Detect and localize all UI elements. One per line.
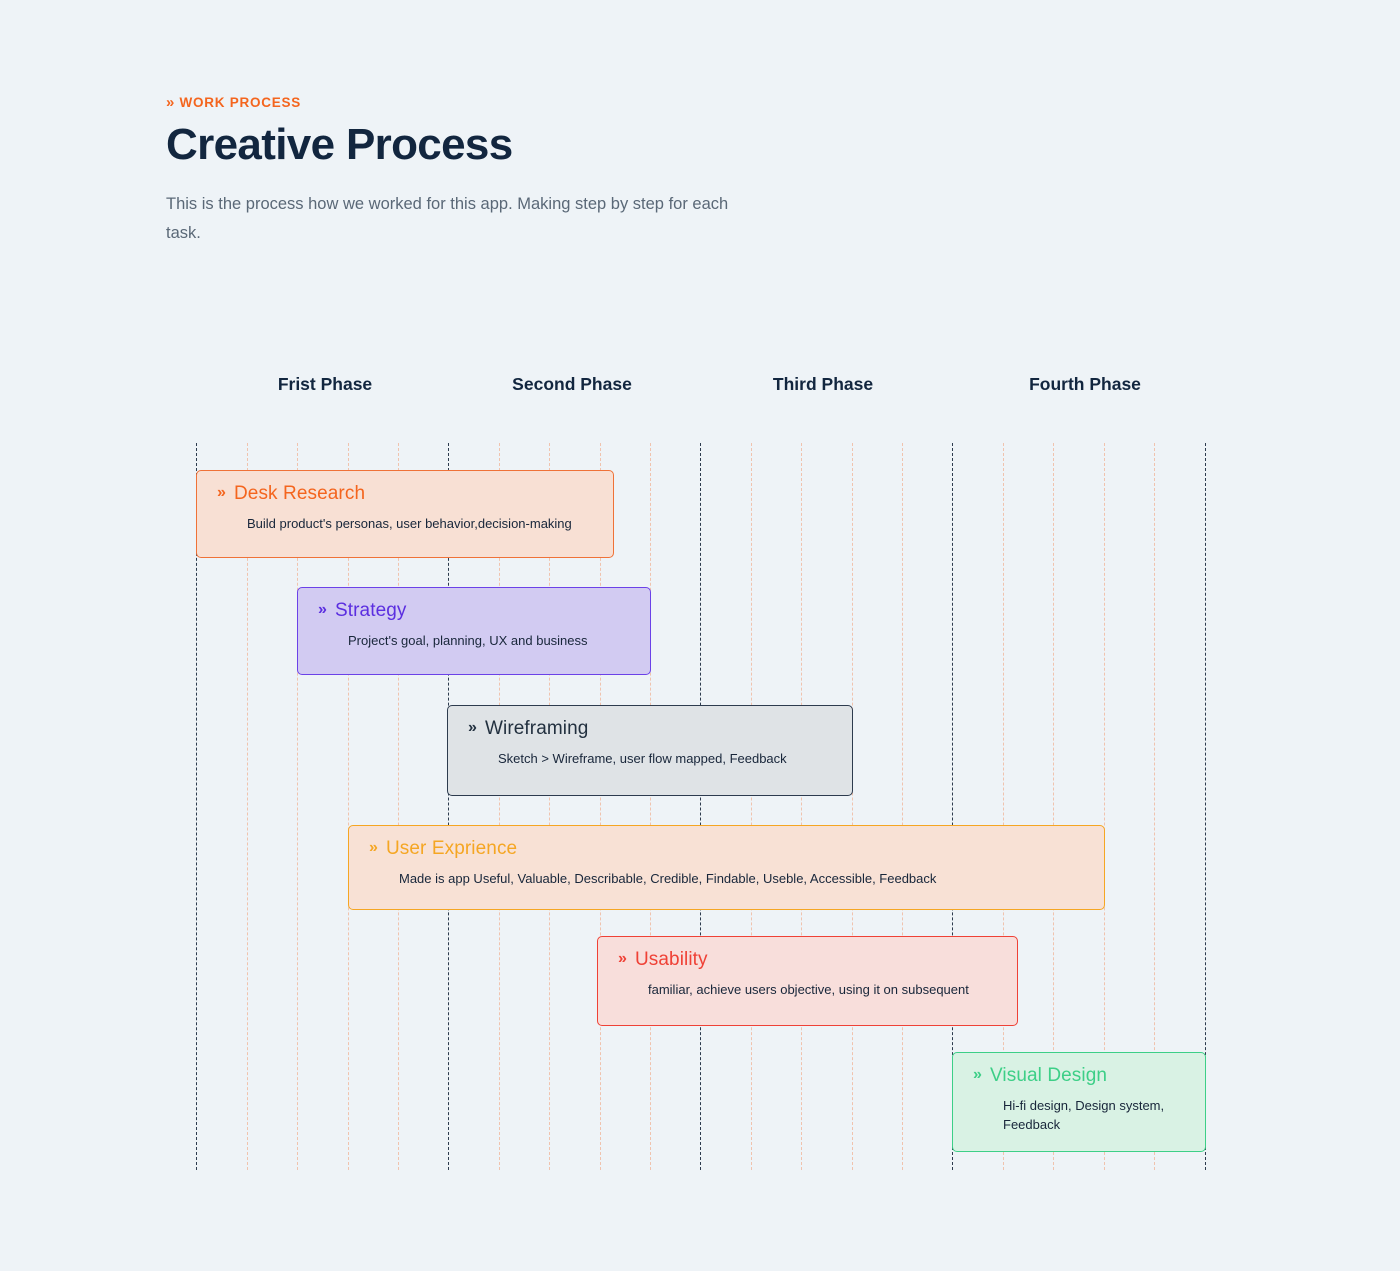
- grid-line-minor: [1053, 443, 1054, 1170]
- grid-line-minor: [499, 443, 500, 1170]
- grid-line-minor: [902, 443, 903, 1170]
- double-chevron-right-icon: »: [217, 484, 226, 501]
- grid-line-major: [952, 443, 953, 1170]
- grid-line-minor: [398, 443, 399, 1170]
- task-header-visual-design: » Visual Design: [953, 1053, 1205, 1097]
- task-description-desk-research: Build product's personas, user behavior,…: [247, 516, 572, 531]
- double-chevron-right-icon: »: [369, 839, 378, 856]
- task-title-strategy: Strategy: [334, 599, 407, 621]
- task-card-usability[interactable]: » Usability familiar, achieve users object…: [597, 936, 1018, 1026]
- eyebrow-text: WORK PROCESS: [179, 94, 301, 110]
- task-header-strategy: » Strategy: [298, 588, 650, 632]
- page-subtitle: This is the process how we worked for th…: [166, 195, 729, 242]
- task-header-wireframing: » Wireframing: [448, 706, 852, 750]
- grid-line-minor: [1003, 443, 1004, 1170]
- double-chevron-right-icon: »: [166, 93, 174, 111]
- task-title-usability: Usability: [634, 948, 708, 970]
- task-title-user-exprience: User Exprience: [385, 837, 518, 859]
- page-title: Creative Process: [166, 120, 513, 169]
- task-title-desk-research: Desk Research: [233, 482, 366, 504]
- task-header-usability: » Usability: [598, 937, 1017, 981]
- grid-line-minor: [1104, 443, 1105, 1170]
- double-chevron-right-icon: »: [318, 601, 327, 618]
- grid-line-minor: [852, 443, 853, 1170]
- grid-line-minor: [801, 443, 802, 1170]
- grid-line-major: [448, 443, 449, 1170]
- phase-label-2: Second Phase: [512, 374, 632, 394]
- grid-line-major: [700, 443, 701, 1170]
- grid-line-minor: [247, 443, 248, 1170]
- task-header-desk-research: » Desk Research: [197, 471, 613, 515]
- double-chevron-right-icon: »: [618, 950, 627, 967]
- task-description-visual-design: Hi-fi design, Design system, Feedback: [1003, 1098, 1165, 1132]
- task-header-user-exprience: » User Exprience: [349, 826, 1104, 870]
- double-chevron-right-icon: »: [973, 1066, 982, 1083]
- task-description-wireframing: Sketch > Wireframe, user flow mapped, Fe…: [498, 751, 787, 766]
- task-title-wireframing: Wireframing: [484, 717, 589, 739]
- double-chevron-right-icon: »: [468, 719, 477, 736]
- task-title-visual-design: Visual Design: [989, 1064, 1108, 1086]
- task-description-strategy: Project's goal, planning, UX and busines…: [348, 633, 588, 648]
- task-description-user-exprience: Made is app Useful, Valuable, Describabl…: [399, 871, 937, 886]
- eyebrow-label: » WORK PROCESS: [166, 92, 966, 112]
- phase-label-4: Fourth Phase: [1029, 374, 1141, 394]
- page-header: » WORK PROCESS Creative Process This is …: [166, 92, 966, 247]
- grid-line-minor: [348, 443, 349, 1170]
- grid-line-minor: [549, 443, 550, 1170]
- task-description-usability: familiar, achieve users objective, using…: [648, 982, 969, 997]
- grid-line-minor: [1154, 443, 1155, 1170]
- phase-label-3: Third Phase: [772, 374, 874, 394]
- grid-line-minor: [297, 443, 298, 1170]
- grid-line-minor: [751, 443, 752, 1170]
- phase-label-1: Frist Phase: [277, 374, 373, 394]
- grid-line-major: [1205, 443, 1206, 1170]
- grid-line-minor: [650, 443, 651, 1170]
- grid-line-minor: [600, 443, 601, 1170]
- grid-line-major: [196, 443, 197, 1170]
